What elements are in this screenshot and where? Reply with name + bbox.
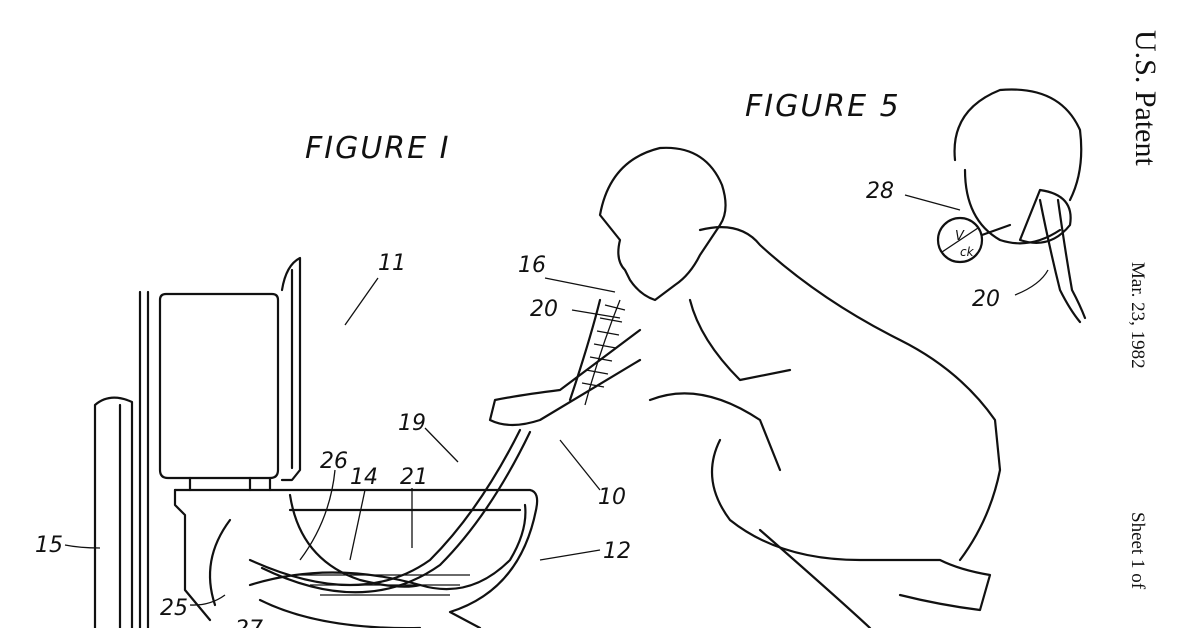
valve-label-v: V bbox=[955, 229, 965, 244]
patent-header-title: U.S. Patent bbox=[1129, 30, 1162, 166]
figure-1-title: FIGURE I bbox=[305, 131, 451, 166]
ref-21: 21 bbox=[400, 465, 428, 490]
patent-date: Mar. 23, 1982 bbox=[1127, 262, 1148, 369]
toilet-tank bbox=[158, 256, 302, 492]
ref-20-fig5: 20 bbox=[972, 287, 1000, 312]
ref-11: 11 bbox=[378, 251, 406, 276]
check-valve-icon bbox=[936, 216, 984, 264]
figure-5-title: FIGURE 5 bbox=[745, 89, 901, 124]
valve-label-ck: ck bbox=[960, 245, 975, 259]
patent-sheet: Sheet 1 of bbox=[1127, 512, 1148, 590]
man-figure bbox=[488, 146, 1002, 628]
ref-27: 27 bbox=[235, 617, 263, 628]
toilet-bowl bbox=[173, 488, 539, 628]
ref-20: 20 bbox=[530, 297, 558, 322]
ref-15: 15 bbox=[35, 533, 63, 558]
leader-lines bbox=[64, 194, 1049, 606]
ref-10: 10 bbox=[598, 485, 626, 510]
ref-14: 14 bbox=[350, 465, 378, 490]
hose-edge bbox=[260, 430, 532, 594]
ref-19: 19 bbox=[398, 411, 426, 436]
hose bbox=[248, 428, 522, 586]
ref-28: 28 bbox=[866, 179, 894, 204]
ref-12: 12 bbox=[603, 539, 631, 564]
ref-25: 25 bbox=[160, 596, 188, 621]
wall-pipe bbox=[93, 290, 150, 628]
ref-26: 26 bbox=[320, 449, 348, 474]
ref-16: 16 bbox=[518, 253, 546, 278]
figure-5-head bbox=[936, 88, 1087, 324]
